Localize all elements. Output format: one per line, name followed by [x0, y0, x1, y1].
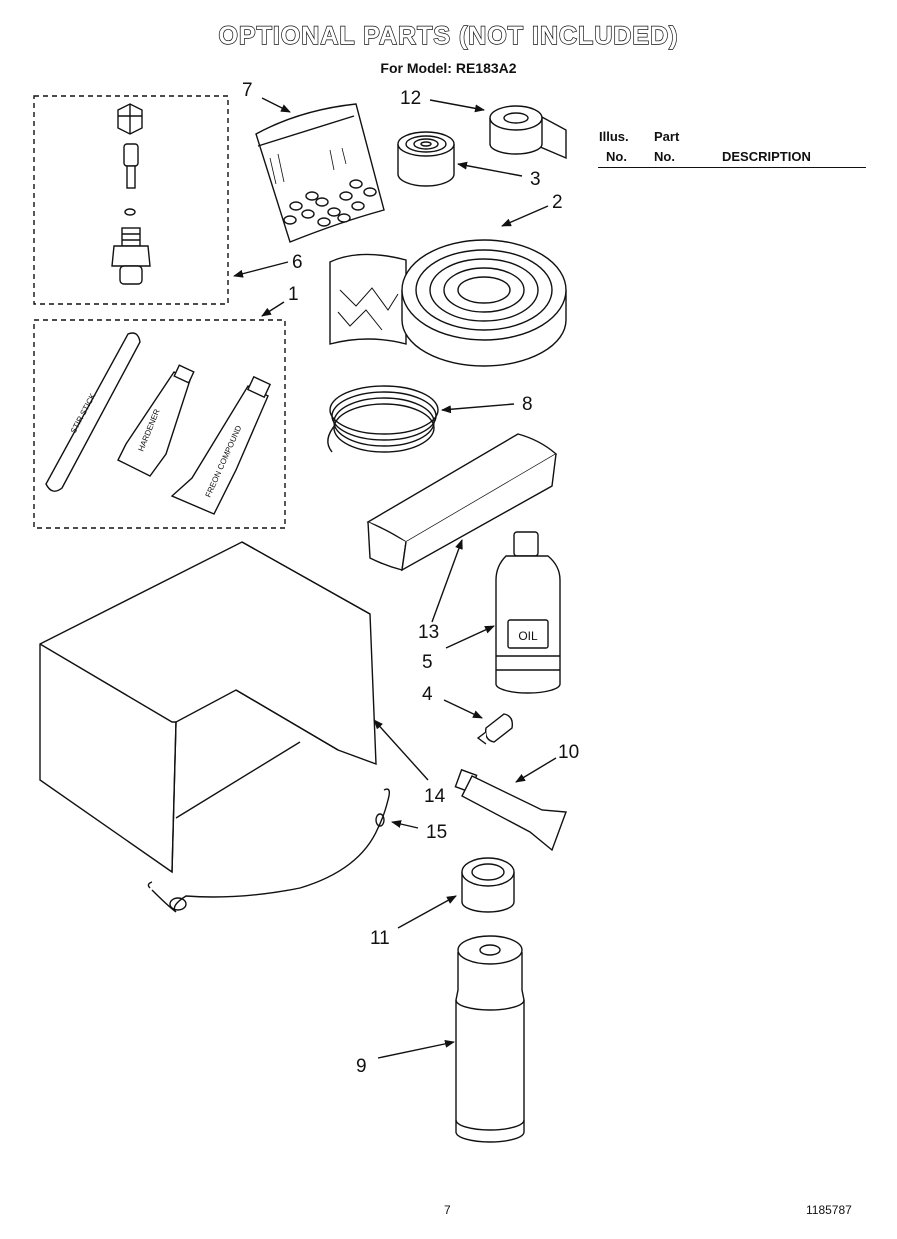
- callout-12: 12: [400, 88, 421, 109]
- sealant-tube: [454, 768, 567, 852]
- foam-block: [366, 433, 558, 572]
- callout-1: 1: [288, 284, 299, 305]
- callout-15: 15: [426, 822, 447, 843]
- epoxy-kit-box: [33, 319, 286, 529]
- oil-label-box: [507, 619, 549, 649]
- callout-7: 7: [242, 80, 253, 101]
- col-part-label-1: Part: [654, 129, 680, 144]
- callout-4: 4: [422, 684, 433, 705]
- col-illus-label-2: No.: [606, 149, 627, 164]
- cover-body: [39, 541, 377, 874]
- callout-3: 3: [530, 169, 541, 190]
- wire-coil: [327, 385, 439, 453]
- hardener-cap: [173, 364, 195, 384]
- valve-kit-box: [33, 95, 229, 305]
- o-ring: [124, 208, 136, 216]
- model-subtitle: For Model: RE183A2: [380, 60, 517, 76]
- sealant-tube-body: [461, 775, 567, 852]
- callout-11: 11: [370, 928, 390, 949]
- col-illus-label-1: Illus.: [599, 129, 629, 144]
- valve-stem: [123, 143, 139, 167]
- foam-tape-strip: [329, 253, 407, 345]
- tape-roll-12: [489, 105, 567, 160]
- callout-numbers: 7 12 3 2 6 1 8 13 5 4 10 14 15 11 9: [242, 80, 579, 1077]
- aerosol-can: [455, 935, 525, 1143]
- callout-8: 8: [522, 394, 533, 415]
- unit-cover: [39, 541, 377, 874]
- col-part-label-2: No.: [654, 149, 675, 164]
- bottle-cap: [513, 531, 539, 557]
- compound-cap: [246, 375, 272, 399]
- page-number: 7: [444, 1203, 451, 1217]
- callout-2: 2: [552, 192, 563, 213]
- oil-label: OIL: [518, 629, 538, 643]
- valve-body: [121, 227, 141, 247]
- oil-bottle: OIL: [495, 531, 561, 694]
- col-description-label: DESCRIPTION: [722, 149, 811, 164]
- valve-hex-base: [111, 245, 151, 267]
- drawstring-cord: [147, 788, 391, 913]
- table-header-rule: [598, 167, 866, 168]
- sealant-can: [461, 857, 515, 913]
- callout-13: 13: [418, 622, 439, 643]
- callout-5: 5: [422, 652, 433, 673]
- callout-9: 9: [356, 1056, 367, 1077]
- stir-stick: [45, 332, 141, 492]
- valve-stem-tail: [126, 165, 136, 189]
- epoxy-kit-group: STIR STICK HARDENER FREON COMPOUND: [33, 319, 286, 529]
- loose-nuts: [283, 179, 377, 227]
- tape-roll-3: [397, 131, 455, 187]
- callout-6: 6: [292, 252, 303, 273]
- foam-tape-roll: [329, 239, 567, 367]
- leader-lines: [233, 97, 557, 1059]
- callout-14: 14: [424, 786, 446, 807]
- valve-cap: [476, 713, 514, 745]
- foam-roll-top: [401, 239, 567, 341]
- compound-tube: [170, 385, 269, 515]
- document-number: 1185787: [806, 1203, 852, 1217]
- hardware-bag: [255, 103, 385, 243]
- valve-fitting-group: [33, 95, 229, 305]
- valve-tip: [119, 265, 143, 285]
- callout-10: 10: [558, 742, 579, 763]
- page-title: OPTIONAL PARTS (NOT INCLUDED): [218, 21, 679, 50]
